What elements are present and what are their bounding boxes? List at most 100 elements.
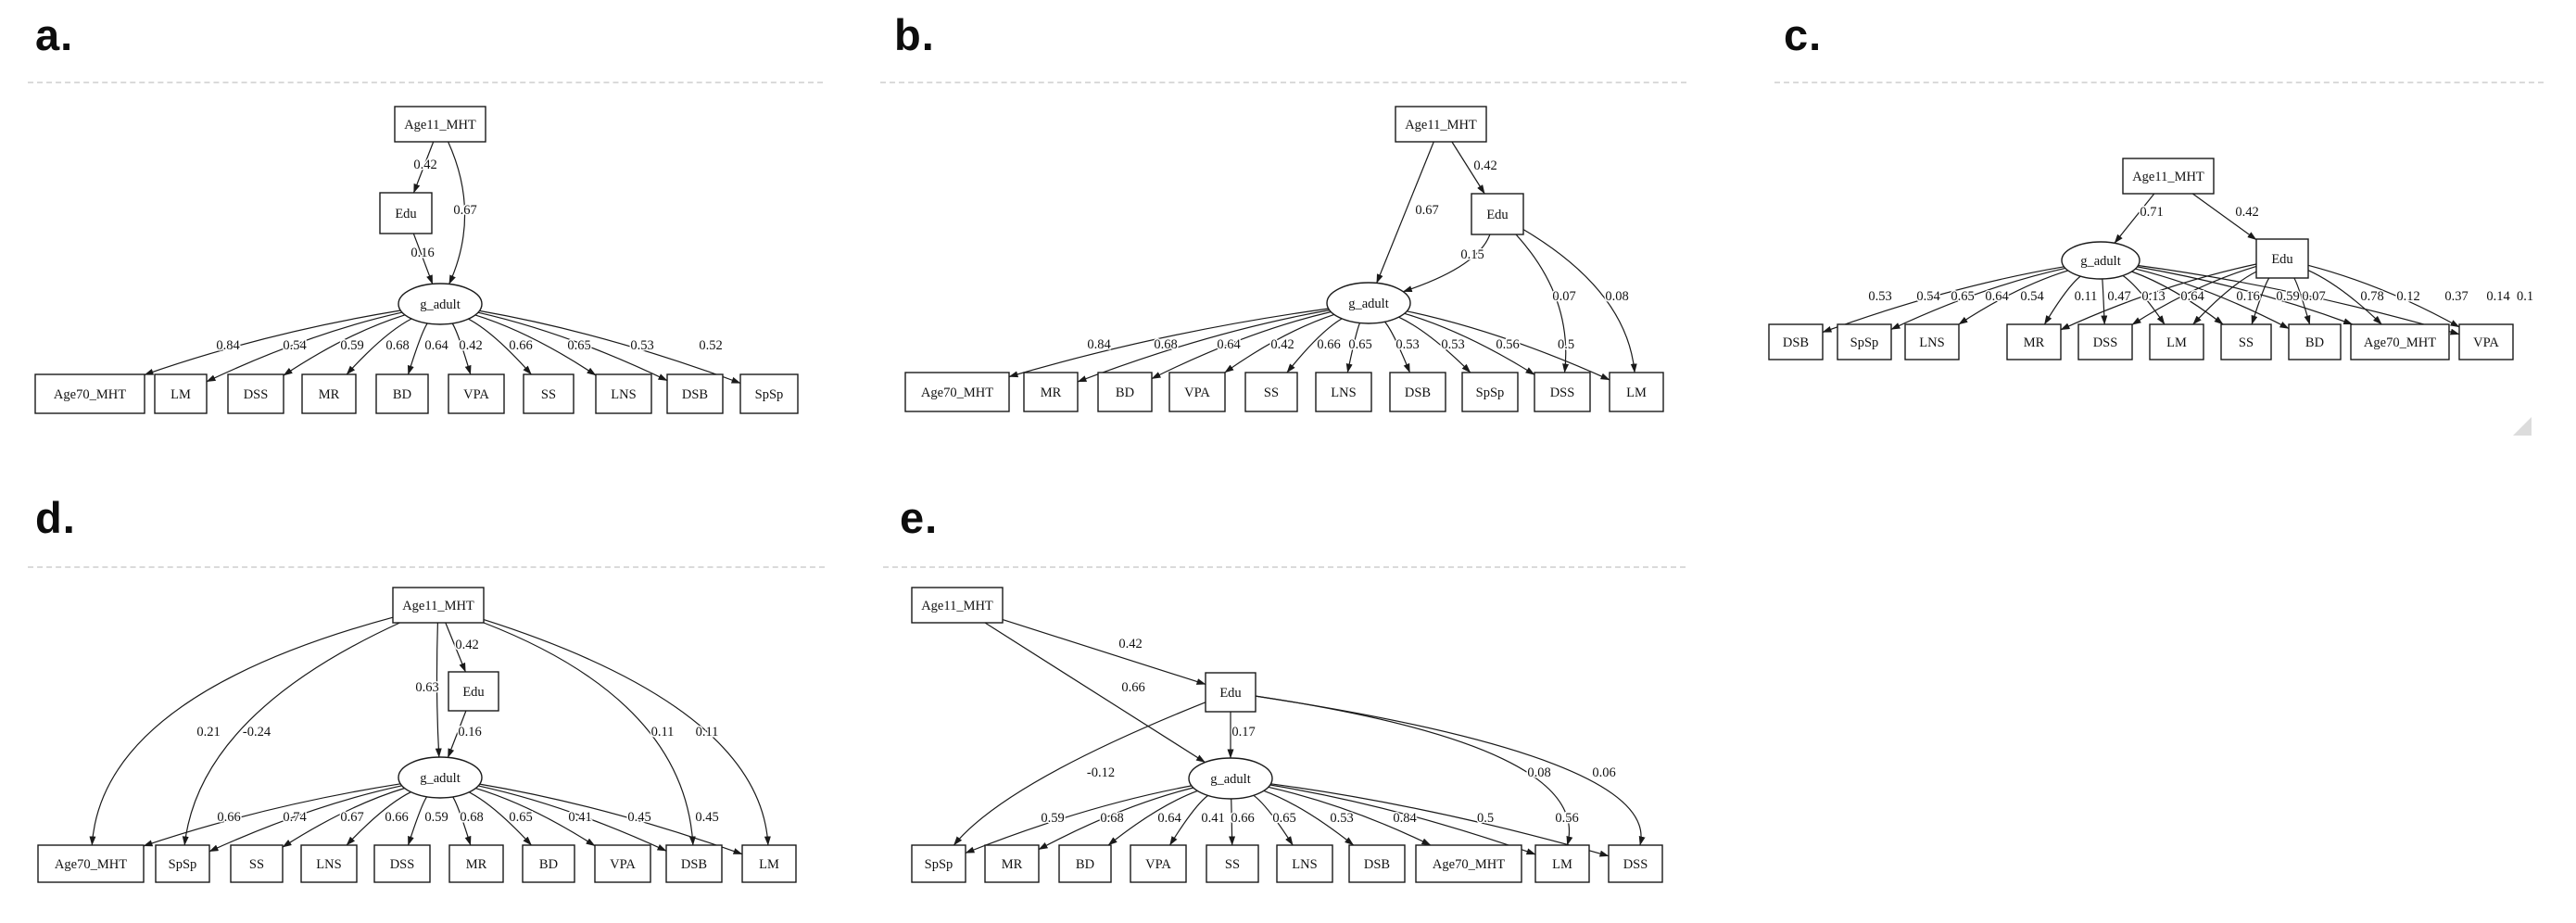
node-LM: LM xyxy=(154,373,208,414)
node-SpSp-label: SpSp xyxy=(755,387,784,402)
edge-g_adult-BD xyxy=(468,791,532,846)
node-SpSp-shape xyxy=(739,373,799,414)
node-LNS-shape xyxy=(1276,844,1333,883)
node-SpSp-shape xyxy=(1461,372,1519,412)
node-Age70_MHT-shape xyxy=(37,844,145,883)
edge-g_adult-MR xyxy=(452,796,472,846)
edge-label-g_adult-SS: 0.66 xyxy=(509,338,532,353)
node-Age11_MHT-shape xyxy=(1395,106,1487,143)
edge-label-g_adult-MR: 0.68 xyxy=(1154,337,1177,352)
edge-g_adult-VPA xyxy=(475,788,596,847)
node-SS: SS xyxy=(1206,844,1259,883)
node-DSB-shape xyxy=(1768,323,1824,360)
node-SpSp-shape xyxy=(1837,323,1892,360)
edge-Edu-BD xyxy=(2293,277,2311,325)
node-g_adult: g_adult xyxy=(398,756,483,799)
edge-label-Edu-LM: 0.16 xyxy=(2236,289,2259,304)
node-LM: LM xyxy=(1609,372,1664,412)
edge-label-g_adult-VPA: 0.42 xyxy=(1270,337,1294,352)
edge-Age11_MHT-g_adult xyxy=(435,622,442,758)
node-SS: SS xyxy=(230,844,284,883)
node-g_adult-label: g_adult xyxy=(420,297,461,312)
edge-label-g_adult-MR: 0.64 xyxy=(1985,289,2009,304)
node-LM-shape xyxy=(1609,372,1664,412)
edge-label-g_adult-VPA: 0.41 xyxy=(1201,811,1224,826)
edge-label-Edu-VPA: 0.1 xyxy=(2517,289,2533,304)
node-Age11_MHT-label: Age11_MHT xyxy=(404,118,476,133)
edge-label-g_adult-Age70_MHT: 0.66 xyxy=(217,810,240,825)
edge-label-g_adult-MR: 0.68 xyxy=(385,338,409,353)
node-Edu-label: Edu xyxy=(395,207,416,221)
node-SS-shape xyxy=(1244,372,1298,412)
edge-g_adult-SpSp xyxy=(1890,267,2066,330)
node-DSS: DSS xyxy=(1534,372,1591,412)
node-BD-shape xyxy=(1058,844,1112,883)
edge-label-g_adult-DSB: 0.45 xyxy=(627,810,650,825)
edge-Edu-MR xyxy=(2060,263,2257,331)
node-BD-shape xyxy=(375,373,429,414)
node-MR-label: MR xyxy=(319,387,340,402)
node-Age11_MHT-label: Age11_MHT xyxy=(921,599,993,613)
edge-label-Age11_MHT-g_adult: 0.63 xyxy=(415,680,438,695)
node-DSB-shape xyxy=(1348,844,1406,883)
edge-label-g_adult-BD: 0.65 xyxy=(509,810,532,825)
node-LNS: LNS xyxy=(1315,372,1372,412)
node-Edu-label: Edu xyxy=(1486,208,1508,222)
node-Age11_MHT-shape xyxy=(2122,158,2215,195)
edge-label-g_adult-DSB: 0.53 xyxy=(1868,289,1891,304)
edge-label-g_adult-LNS: 0.65 xyxy=(1348,337,1371,352)
node-MR-shape xyxy=(2006,323,2062,360)
edge-Age11_MHT-Edu xyxy=(1451,141,1485,195)
node-Age70_MHT-shape xyxy=(34,373,145,414)
node-Age70_MHT: Age70_MHT xyxy=(37,844,145,883)
edge-label-g_adult-LNS: 0.65 xyxy=(1272,811,1295,826)
edge-g_adult-SpSp xyxy=(208,785,402,853)
node-VPA-shape xyxy=(2458,323,2514,360)
node-SpSp-label: SpSp xyxy=(925,857,953,872)
node-Edu: Edu xyxy=(1471,193,1524,235)
edge-g_adult-BD xyxy=(1107,790,1198,846)
panel-e-separator xyxy=(883,566,1686,568)
node-Age70_MHT-shape xyxy=(2350,323,2450,360)
edge-label-g_adult-SpSp: 0.54 xyxy=(1916,289,1940,304)
node-MR-shape xyxy=(301,373,357,414)
node-g_adult-label: g_adult xyxy=(1348,297,1389,311)
edge-label-Edu-g_adult: 0.17 xyxy=(1231,725,1255,740)
node-Edu: Edu xyxy=(379,192,433,234)
edge-label-g_adult-DSB: 0.53 xyxy=(1330,811,1353,826)
node-BD: BD xyxy=(1058,844,1112,883)
node-DSS-shape xyxy=(373,844,431,883)
panel-b-letter: b. xyxy=(894,10,935,59)
panel-b-separator xyxy=(880,82,1686,83)
node-Age70_MHT-label: Age70_MHT xyxy=(1433,857,1505,872)
edge-g_adult-LNS xyxy=(1958,270,2068,325)
edge-label-Age11_MHT-Edu: 0.42 xyxy=(413,158,436,172)
edge-g_adult-DSS xyxy=(407,796,428,846)
edge-g_adult-MR xyxy=(346,318,412,375)
node-DSS: DSS xyxy=(373,844,431,883)
node-BD: BD xyxy=(1097,372,1153,412)
node-Age70_MHT: Age70_MHT xyxy=(34,373,145,414)
edge-Edu-g_adult xyxy=(1402,234,1491,293)
edge-Edu-Age70_MHT xyxy=(2307,270,2382,325)
edge-g_adult-LNS xyxy=(346,791,411,846)
node-Age11_MHT-label: Age11_MHT xyxy=(2132,170,2204,184)
node-Age70_MHT-label: Age70_MHT xyxy=(55,857,127,872)
edge-Edu-LM xyxy=(1255,695,1573,846)
node-Edu-shape xyxy=(1471,193,1524,235)
node-VPA-label: VPA xyxy=(1184,386,1210,400)
node-LM-shape xyxy=(741,844,797,883)
node-Age70_MHT: Age70_MHT xyxy=(904,372,1010,412)
node-SpSp: SpSp xyxy=(155,844,210,883)
resize-grip-icon[interactable] xyxy=(2513,417,2532,436)
node-BD-shape xyxy=(2288,323,2342,360)
node-SS: SS xyxy=(523,373,575,414)
edge-Age11_MHT-g_adult xyxy=(2114,193,2155,244)
edge-g_adult-SS xyxy=(1229,798,1236,846)
edge-g_adult-DSS xyxy=(2101,278,2108,325)
edge-label-g_adult-SS: 0.66 xyxy=(1231,811,1254,826)
